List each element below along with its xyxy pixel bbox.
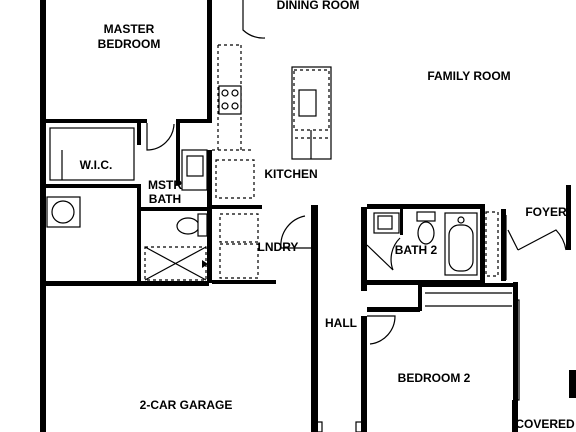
label-family-room: FAMILY ROOM xyxy=(427,69,510,83)
label-covered: COVERED xyxy=(515,417,575,431)
label-garage: 2-CAR GARAGE xyxy=(140,398,233,412)
label-mstr-bath-line2: BATH xyxy=(149,192,181,206)
label-dining-room: DINING ROOM xyxy=(277,0,360,12)
label-master-bedroom-line1: MASTER xyxy=(104,22,155,36)
label-bedroom-2: BEDROOM 2 xyxy=(398,371,471,385)
label-wic: W.I.C. xyxy=(80,158,113,172)
label-mstr-bath-line1: MSTR xyxy=(148,178,182,192)
room-labels: DINING ROOM MASTER BEDROOM FAMILY ROOM W… xyxy=(80,0,575,431)
fixtures xyxy=(46,0,567,432)
label-foyer: FOYER xyxy=(525,205,567,219)
label-lndry: LNDRY xyxy=(258,240,299,254)
label-master-bedroom-line2: BEDROOM xyxy=(98,37,161,51)
label-kitchen: KITCHEN xyxy=(264,167,317,181)
walls xyxy=(40,0,576,432)
label-bath-2: BATH 2 xyxy=(395,243,438,257)
label-hall: HALL xyxy=(325,316,357,330)
